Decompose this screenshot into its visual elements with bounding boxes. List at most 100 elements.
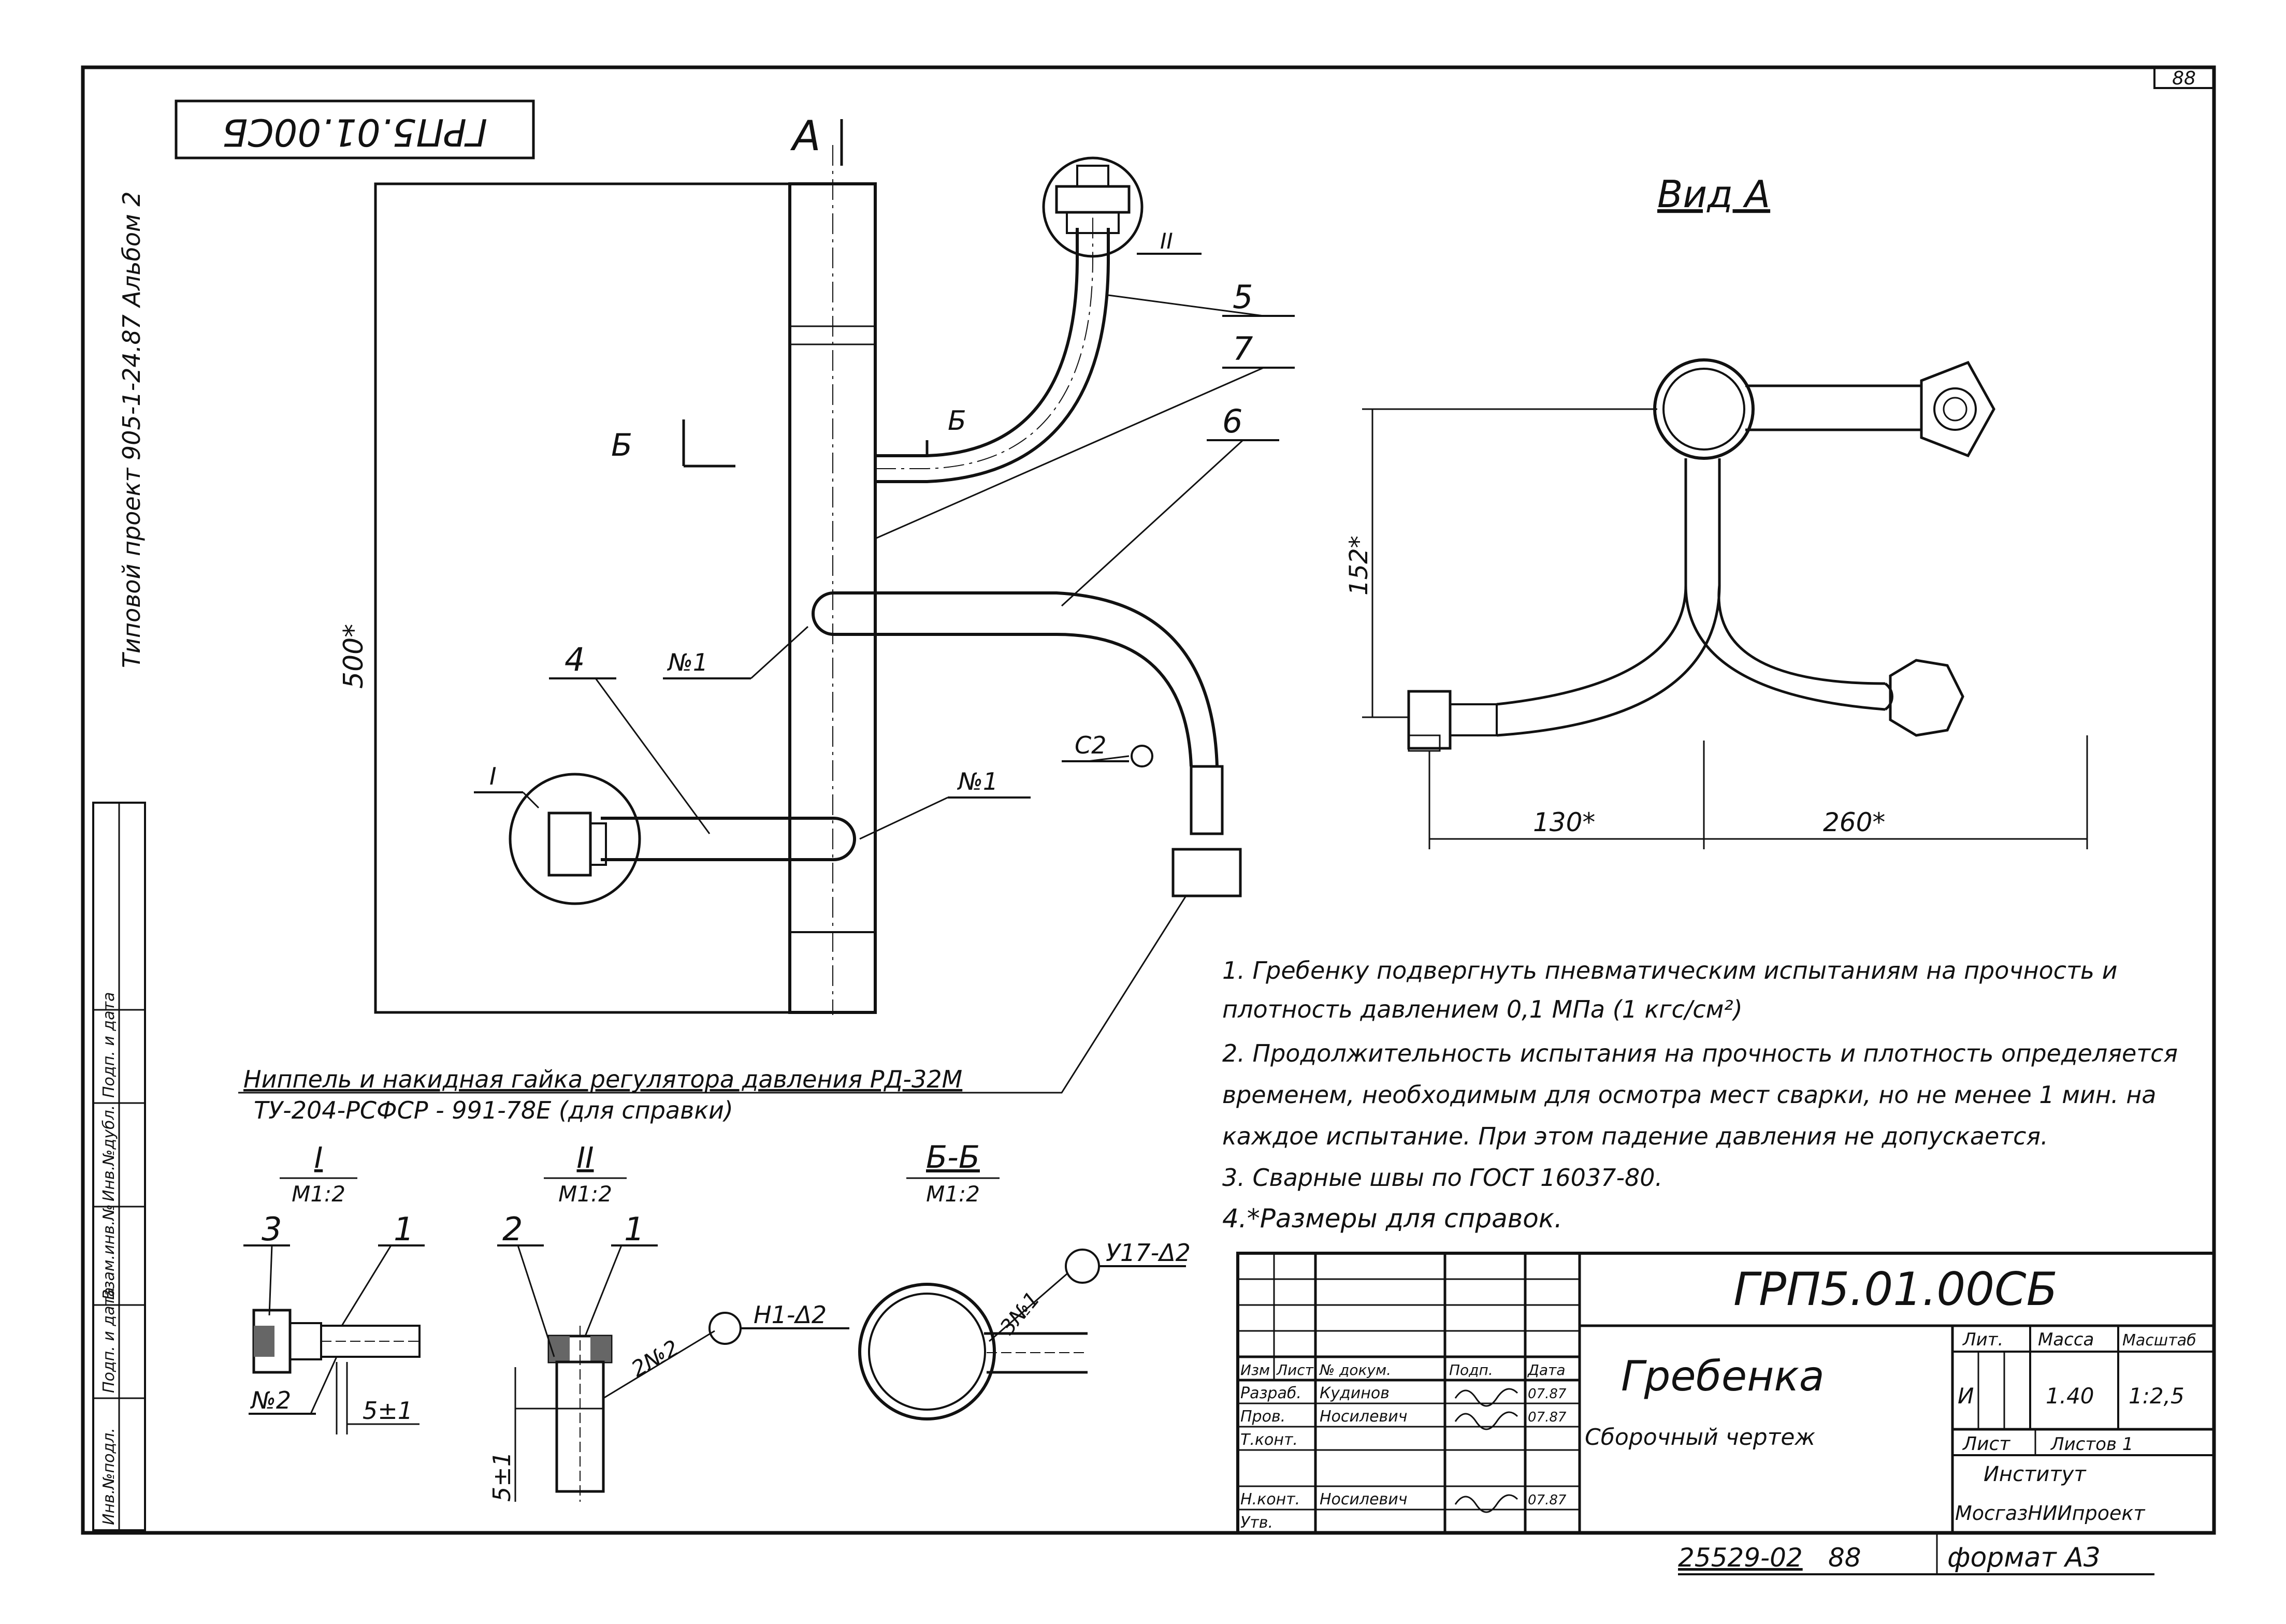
tb-sheets-label: Листов 1 bbox=[2050, 1434, 2133, 1455]
view-a-nut-right bbox=[1889, 659, 1964, 737]
tb-row-utv-role: Утв. bbox=[1240, 1514, 1273, 1532]
tb-lit-label: Лит. bbox=[1962, 1329, 2003, 1350]
note-line-6: 3. Сварные швы по ГОСТ 16037-80. bbox=[1222, 1164, 1662, 1192]
tb-row-tkont-role: Т.конт. bbox=[1240, 1431, 1298, 1449]
top-designation-box bbox=[175, 99, 535, 160]
section-bb-callout-3n1: 3№1 bbox=[995, 1287, 1045, 1339]
tb-signature-3 bbox=[1454, 1494, 1518, 1513]
tb-hdr-izm: Изм bbox=[1240, 1361, 1270, 1379]
project-side-label: Типовой проект 905-1-24.87 Альбом 2 bbox=[118, 191, 146, 668]
tb-sheet-label: Лист bbox=[1962, 1433, 2010, 1455]
detail-ii-callout-2: 2 bbox=[502, 1210, 523, 1248]
tb-row-razrab-role: Разраб. bbox=[1240, 1384, 1301, 1402]
detail-i-scale: М1:2 bbox=[292, 1181, 345, 1207]
callout-7: 7 bbox=[1233, 330, 1253, 368]
view-a-nut-top bbox=[1920, 360, 1995, 458]
section-bb-title: Б-Б bbox=[926, 1139, 980, 1176]
tb-hdr-date: Дата bbox=[1527, 1361, 1566, 1379]
detail-ii-circle bbox=[1042, 156, 1144, 258]
tb-lit-value: И bbox=[1958, 1383, 1974, 1409]
section-bb-scale: М1:2 bbox=[926, 1181, 980, 1207]
callout-weld-1a: №1 bbox=[667, 648, 708, 676]
detail-ii-callout-2n2: 2№2 bbox=[627, 1335, 684, 1382]
section-bb-weld-label: У17-Δ2 bbox=[1106, 1239, 1191, 1267]
tb-hdr-doc: № докум. bbox=[1319, 1361, 1391, 1379]
detail-ii-weld-label: Н1-Δ2 bbox=[754, 1301, 827, 1329]
callout-c2: С2 bbox=[1075, 731, 1106, 759]
tb-row-prov-date: 07.87 bbox=[1528, 1410, 1567, 1425]
stamp-sign-date-2: Подп. и дата bbox=[100, 992, 118, 1098]
detail-i-title: I bbox=[314, 1141, 323, 1175]
detail-i-callout-n2: №2 bbox=[250, 1386, 291, 1414]
archive-page: 88 bbox=[1828, 1543, 1861, 1573]
dim-500: 500* bbox=[338, 624, 369, 689]
main-view: А 500* Б Б II I bbox=[238, 112, 1295, 1124]
sheet-format: формат A3 bbox=[1947, 1542, 2101, 1573]
detail-ii-dim-5: 5±1 bbox=[488, 1452, 516, 1502]
page-number: 88 bbox=[2172, 68, 2196, 89]
tb-row-razrab-name: Кудинов bbox=[1320, 1384, 1390, 1402]
plate-outline bbox=[374, 182, 877, 1014]
view-a-dim-152: 152* bbox=[1344, 535, 1373, 596]
view-a: Вид А 152* 130* 260* bbox=[1344, 172, 2088, 849]
detail-ii: II М1:2 2 1 2№2 Н1-Δ2 5±1 bbox=[488, 1141, 849, 1502]
tb-hdr-sign: Подп. bbox=[1449, 1361, 1493, 1379]
section-marker-left: Б bbox=[611, 427, 632, 463]
tb-doc-type: Сборочный чертеж bbox=[1585, 1424, 1815, 1451]
tb-row-razrab-date: 07.87 bbox=[1528, 1386, 1567, 1402]
view-a-dim-260: 260* bbox=[1823, 807, 1885, 837]
tb-mass-value: 1.40 bbox=[2046, 1383, 2094, 1409]
callout-5: 5 bbox=[1233, 278, 1253, 316]
detail-ii-callout-1: 1 bbox=[624, 1210, 644, 1248]
tb-scale-value: 1:2,5 bbox=[2129, 1383, 2184, 1409]
detail-i-callout-1: 1 bbox=[394, 1210, 414, 1248]
view-a-collector bbox=[1653, 358, 1755, 460]
tb-signature-1 bbox=[1454, 1388, 1518, 1407]
note-line-4: временем, необходимым для осмотра мест с… bbox=[1222, 1081, 2156, 1109]
stamp-inv-dup: Инв.№дубл. bbox=[100, 1105, 118, 1201]
view-a-dim-130: 130* bbox=[1533, 807, 1595, 837]
detail-ii-scale: М1:2 bbox=[558, 1181, 612, 1207]
top-designation: ГРП5.01.00СБ bbox=[222, 110, 487, 154]
nipple-note-line2: ТУ-204-РСФСР - 991-78Е (для справки) bbox=[254, 1096, 733, 1124]
tb-signature-2 bbox=[1454, 1411, 1518, 1430]
sheet-frame bbox=[81, 65, 2216, 1535]
note-line-3: 2. Продолжительность испытания на прочно… bbox=[1222, 1039, 2178, 1067]
detail-ii-marker: II bbox=[1160, 228, 1173, 254]
note-line-5: каждое испытание. При этом падение давле… bbox=[1222, 1122, 2048, 1150]
view-marker-a: А bbox=[790, 112, 821, 160]
tb-row-nkont-role: Н.конт. bbox=[1240, 1490, 1300, 1509]
view-a-nipple-left bbox=[1407, 690, 1452, 750]
pipe-6 bbox=[834, 591, 1219, 767]
tb-hdr-list: Лист bbox=[1276, 1361, 1314, 1379]
note-line-2: плотность давлением 0,1 МПа (1 кгс/см²) bbox=[1222, 995, 1743, 1023]
detail-i-marker: I bbox=[489, 762, 497, 790]
detail-i-dim-5: 5±1 bbox=[363, 1397, 413, 1425]
callout-4: 4 bbox=[565, 641, 585, 678]
tb-designation: ГРП5.01.00СБ bbox=[1733, 1263, 2058, 1316]
callout-weld-1b: №1 bbox=[957, 767, 998, 795]
tb-row-prov-role: Пров. bbox=[1240, 1408, 1285, 1426]
page-number-box bbox=[2153, 66, 2215, 89]
tb-row-nkont-date: 07.87 bbox=[1528, 1492, 1567, 1508]
detail-ii-title: II bbox=[576, 1141, 594, 1175]
note-line-1: 1. Гребенку подвергнуть пневматическим и… bbox=[1222, 956, 2118, 984]
stamp-sign-date-1: Подп. и дата bbox=[100, 1287, 118, 1393]
pipe-4 bbox=[601, 817, 856, 861]
tb-scale-label: Масштаб bbox=[2122, 1331, 2196, 1350]
side-stamp: Инв.№подл. Подп. и дата Взам.инв.№ Инв.№… bbox=[92, 802, 146, 1531]
title-block: Изм Лист № докум. Подп. Дата Разраб. Куд… bbox=[1236, 1252, 2216, 1534]
note-line-7: 4.*Размеры для справок. bbox=[1222, 1204, 1562, 1234]
detail-i-callout-3: 3 bbox=[262, 1210, 282, 1248]
tb-org-line1: Институт bbox=[1984, 1462, 2087, 1486]
tb-row-nkont-name: Носилевич bbox=[1320, 1490, 1407, 1509]
tb-name: Гребенка bbox=[1621, 1352, 1825, 1400]
nipple-nut bbox=[1171, 848, 1242, 897]
technical-notes: 1. Гребенку подвергнуть пневматическим и… bbox=[1222, 956, 2178, 1234]
section-bb: Б-Б М1:2 3№1 У17-Δ2 bbox=[858, 1139, 1191, 1420]
detail-i-circle bbox=[509, 773, 641, 905]
nipple-note-line1: Ниппель и накидная гайка регулятора давл… bbox=[243, 1065, 962, 1093]
callout-6: 6 bbox=[1222, 402, 1242, 440]
